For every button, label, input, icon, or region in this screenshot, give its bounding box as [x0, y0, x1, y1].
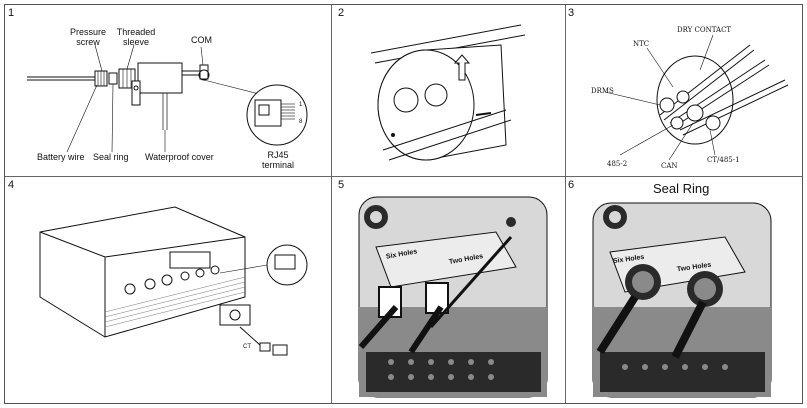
label-ct-485-1: CT/485-1 [707, 156, 740, 164]
step-number: 4 [8, 179, 15, 191]
label-com: COM [191, 35, 212, 45]
panel-4: 4 CT [5, 177, 330, 403]
label-dry-contact: DRY CONTACT [677, 26, 732, 34]
label-485-2: 485-2 [607, 160, 628, 168]
photo-gland-install-step-5 [358, 196, 548, 398]
label-can: CAN [661, 162, 678, 170]
step-number: 1 [8, 7, 15, 19]
label-drms: DRMS [591, 87, 614, 95]
instruction-grid [4, 4, 803, 404]
panel-2: 2 [331, 5, 565, 175]
label-pressure-screw: Pressure screw [69, 27, 106, 47]
gland-insertion-diagram [370, 24, 526, 161]
panel-1: 1 [5, 5, 330, 175]
label-battery-wire: Battery wire [37, 152, 85, 162]
label-seal-ring: Seal ring [93, 152, 129, 162]
panel-3: 3 DRY CONTACT NTC DRMS 485-2 CAN CT/485-… [565, 5, 803, 175]
panel-5: 5 Six Holes Two Holes [331, 177, 565, 403]
grid-divider [331, 5, 332, 403]
label-pin-8: 8 [299, 119, 303, 125]
step-number: 6 [568, 179, 575, 191]
grid-divider [565, 5, 566, 403]
photo-seal-ring-step-6 [592, 202, 772, 398]
label-pin-1: 1 [299, 102, 303, 108]
grid-divider [5, 176, 802, 177]
seal-ring-title: Seal Ring [653, 181, 710, 196]
label-threaded-sleeve: Threaded sleeve [116, 27, 156, 47]
label-ntc: NTC [633, 40, 650, 48]
step-number: 3 [568, 7, 575, 19]
label-waterproof-cover: Waterproof cover [145, 152, 214, 162]
panel-6: 6 Seal Ring Six Holes Two Holes [565, 177, 803, 403]
cable-gland-diagram [27, 44, 308, 153]
connector-wires-diagram [604, 34, 789, 161]
label-rj45-terminal: RJ45 terminal [261, 150, 294, 170]
label-ct: CT [243, 344, 251, 350]
step-number: 2 [338, 7, 345, 19]
inverter-connection-diagram [39, 206, 308, 356]
step-number: 5 [338, 179, 345, 191]
